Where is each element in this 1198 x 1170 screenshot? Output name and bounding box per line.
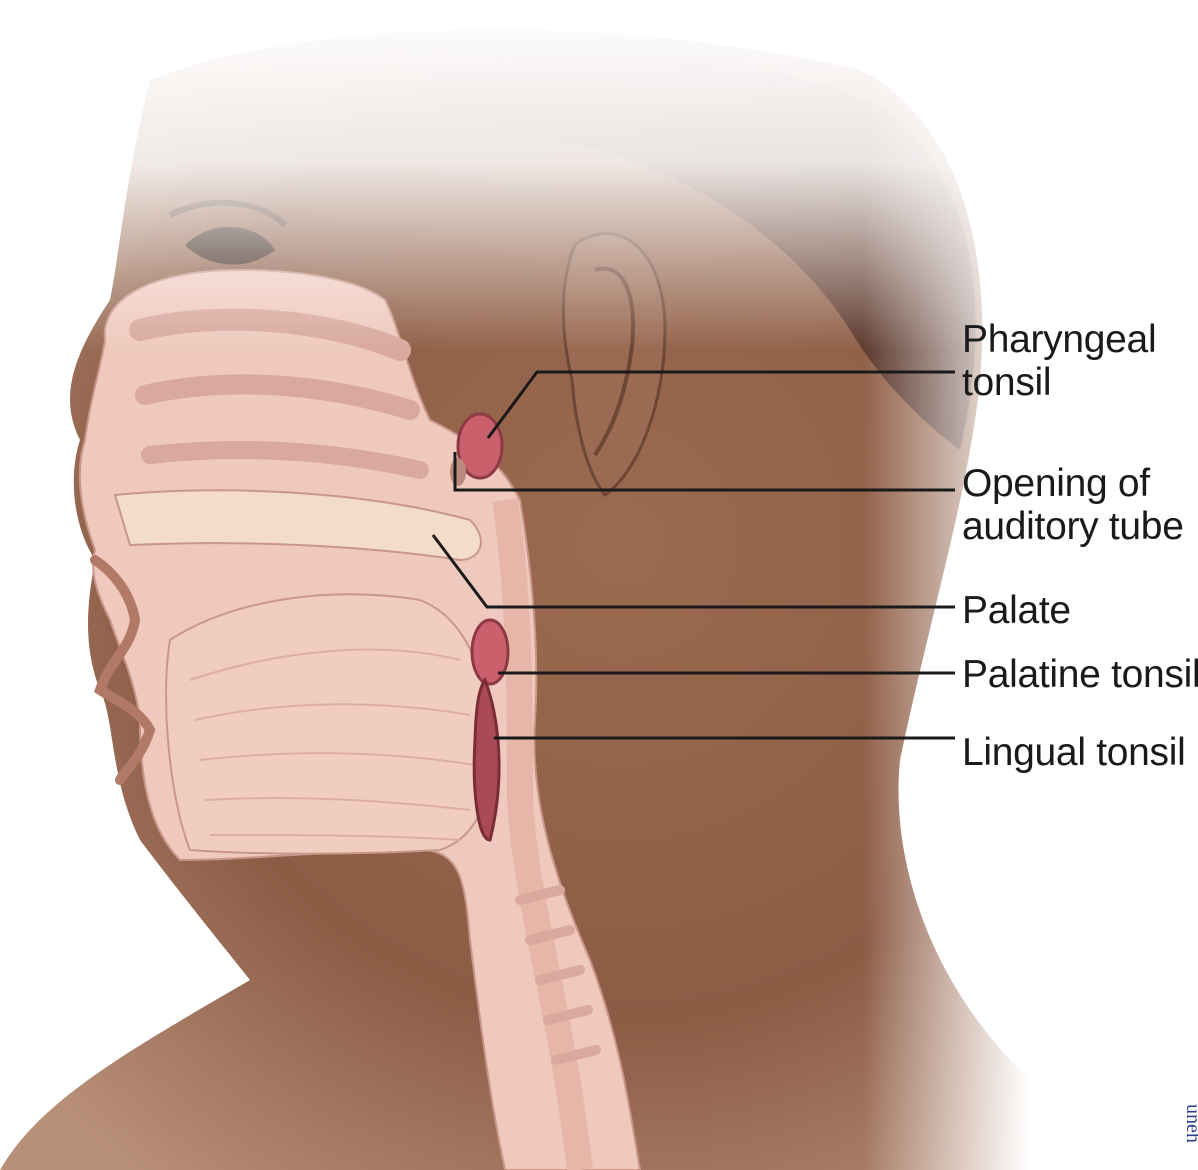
label-opening-line2: auditory tube	[962, 505, 1194, 548]
label-palatine-tonsil: Palatine tonsil	[962, 653, 1198, 696]
label-opening-line1: Opening of	[962, 462, 1194, 505]
label-pharyngeal-line1: Pharyngeal	[962, 318, 1192, 361]
label-lingual-tonsil: Lingual tonsil	[962, 731, 1185, 774]
edge-watermark-text: uneh	[1181, 1104, 1198, 1143]
label-pharyngeal-tonsil: Pharyngeal tonsil	[962, 318, 1192, 404]
label-opening-auditory-tube: Opening of auditory tube	[962, 462, 1194, 548]
label-palate: Palate	[962, 589, 1071, 632]
label-pharyngeal-line2: tonsil	[962, 361, 1192, 404]
